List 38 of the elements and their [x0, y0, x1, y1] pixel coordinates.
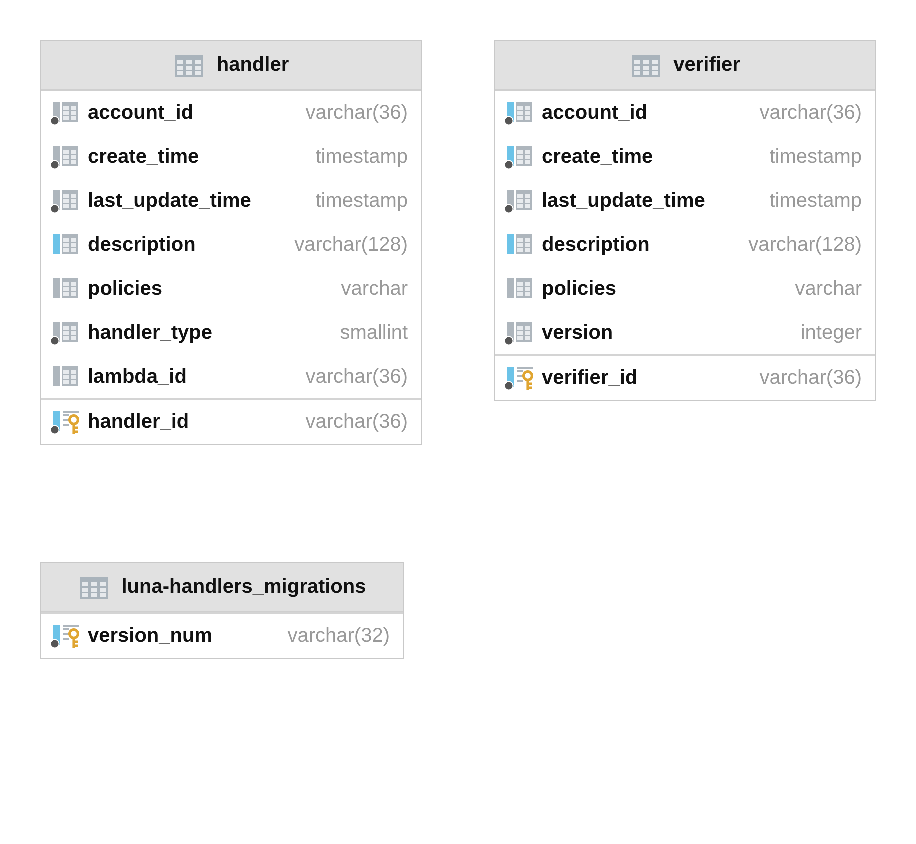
table-name: luna-handlers_migrations [122, 576, 366, 599]
column-name: handler_type [88, 322, 212, 345]
column-name: verifier_id [542, 367, 638, 390]
column-name: last_update_time [88, 190, 252, 213]
column-name: version [542, 322, 614, 345]
column-name: account_id [542, 102, 648, 125]
column-name: handler_id [88, 411, 190, 434]
column-name: last_update_time [542, 190, 706, 213]
column-name: create_time [542, 146, 654, 169]
column-type: timestamp [770, 190, 862, 213]
table-card [40, 562, 404, 659]
column-type: varchar(32) [288, 625, 390, 648]
column-type: varchar(36) [760, 102, 862, 125]
column-type: smallint [340, 322, 408, 345]
column-type: integer [800, 322, 862, 345]
column-type: varchar [795, 278, 862, 301]
column-name: policies [88, 278, 162, 301]
column-type: timestamp [316, 190, 408, 213]
column-name: policies [542, 278, 616, 301]
column-type: timestamp [316, 146, 408, 169]
table-name: verifier [674, 54, 740, 77]
column-name: create_time [88, 146, 200, 169]
column-name: lambda_id [88, 366, 187, 389]
column-name: account_id [88, 102, 194, 125]
column-name: version_num [88, 625, 212, 648]
column-type: varchar(36) [306, 102, 408, 125]
table-card [494, 40, 876, 401]
column-type: varchar [341, 278, 408, 301]
column-type: varchar(128) [294, 234, 408, 257]
column-name: description [88, 234, 196, 257]
column-type: timestamp [770, 146, 862, 169]
column-type: varchar(128) [748, 234, 862, 257]
table-card [40, 40, 422, 445]
column-name: description [542, 234, 650, 257]
column-type: varchar(36) [306, 366, 408, 389]
column-type: varchar(36) [760, 367, 862, 390]
table-name: handler [216, 54, 290, 77]
column-type: varchar(36) [306, 411, 408, 434]
